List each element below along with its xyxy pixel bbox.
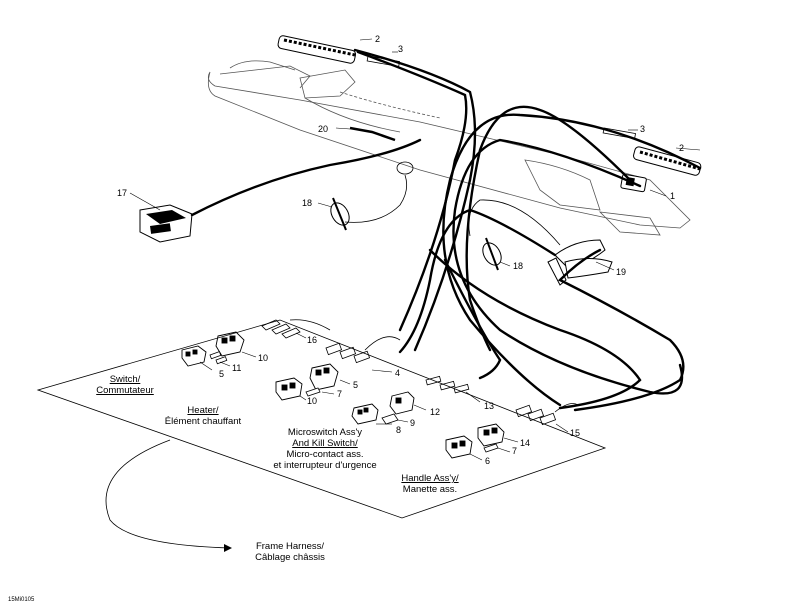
connector-12 (389, 391, 415, 415)
connector-5a (181, 345, 207, 367)
probe (349, 126, 396, 142)
handle-label-en: Handle Ass'y/ (401, 473, 459, 484)
heater-label-fr: Élément chauffant (164, 416, 242, 427)
callout-3-right: 3 (640, 124, 646, 134)
callout-2-left: 2 (375, 34, 381, 44)
switch-label: Switch/ Commutateur (70, 374, 180, 396)
terminal-bundle-16 (261, 319, 331, 339)
heater-label-en: Heater/ (187, 405, 219, 416)
callout-10-top: 10 (258, 353, 269, 363)
frame-harness-label: Frame Harness/ Câblage châssis (230, 541, 350, 563)
handle-label-fr: Manette ass. (402, 484, 458, 495)
figure-code: 15Mi0105 (8, 597, 35, 603)
connector-17 (139, 204, 193, 243)
callout-14: 14 (520, 438, 531, 448)
connector-10a (215, 331, 245, 357)
callout-1: 1 (670, 191, 676, 201)
arrow-head (224, 544, 232, 552)
frame-harness-arrow (105, 439, 231, 549)
terminal-bundle-4 (325, 336, 401, 364)
microswitch-label-en1: Microswitch Ass'y (287, 427, 363, 438)
callout-6: 6 (485, 456, 491, 466)
callout-20: 20 (318, 124, 329, 134)
connector-7a (305, 387, 321, 397)
switch-label-fr: Commutateur (96, 385, 154, 396)
leader-lines (129, 38, 701, 461)
callout-5-mid: 5 (353, 380, 359, 390)
microswitch-label-en2: And Kill Switch/ (292, 438, 358, 449)
callout-19: 19 (616, 267, 627, 277)
callout-12: 12 (430, 407, 441, 417)
connector-5b (309, 363, 339, 391)
handle-assembly (547, 239, 613, 286)
cable-tie-right (482, 237, 502, 271)
callout-11: 11 (232, 363, 242, 373)
handlebar (207, 60, 691, 236)
callout-18-left: 18 (302, 198, 313, 208)
terminal-bundle-13 (425, 375, 470, 394)
callout-7-left: 7 (337, 389, 343, 399)
harness-wires (190, 48, 702, 412)
callout-4: 4 (395, 368, 401, 378)
callout-7-right: 7 (512, 446, 518, 456)
heater-grip-left (277, 35, 357, 64)
frame-harness-outline (36, 319, 607, 519)
callout-9: 9 (410, 418, 416, 428)
switch-label-en: Switch/ (109, 374, 141, 385)
cable-tie-left (330, 197, 350, 231)
connector-11 (209, 351, 228, 365)
wire-to-tie-right (468, 199, 561, 246)
callout-3-left: 3 (398, 44, 404, 54)
frame-harness-label-fr: Câblage châssis (255, 552, 325, 563)
callout-18-right: 18 (513, 261, 524, 271)
heater-label: Heater/ Élément chauffant (148, 405, 258, 427)
microswitch-label-fr2: et interrupteur d'urgence (273, 460, 377, 471)
callout-16: 16 (307, 335, 318, 345)
callout-5-left: 5 (219, 369, 225, 379)
callout-10-bottom: 10 (307, 396, 318, 406)
connector-8 (351, 403, 379, 425)
wire-to-tie-left (344, 174, 408, 223)
terminal-bundle-15 (515, 403, 579, 426)
microswitch-label-fr1: Micro-contact ass. (286, 449, 364, 460)
callout-15: 15 (570, 428, 581, 438)
connector-6 (445, 435, 473, 459)
connector-10b (275, 377, 303, 401)
heater-grip-right (633, 146, 702, 176)
callout-17: 17 (117, 188, 128, 198)
callout-13: 13 (484, 401, 495, 411)
connector-9 (381, 413, 399, 425)
handlebar-clamp (396, 161, 414, 175)
microswitch-label: Microswitch Ass'y And Kill Switch/ Micro… (250, 427, 400, 471)
callout-8: 8 (396, 425, 402, 435)
callout-2-right: 2 (679, 143, 685, 153)
connector-14 (477, 423, 505, 447)
handle-label: Handle Ass'y/ Manette ass. (370, 473, 490, 495)
frame-harness-label-en: Frame Harness/ (255, 541, 325, 552)
